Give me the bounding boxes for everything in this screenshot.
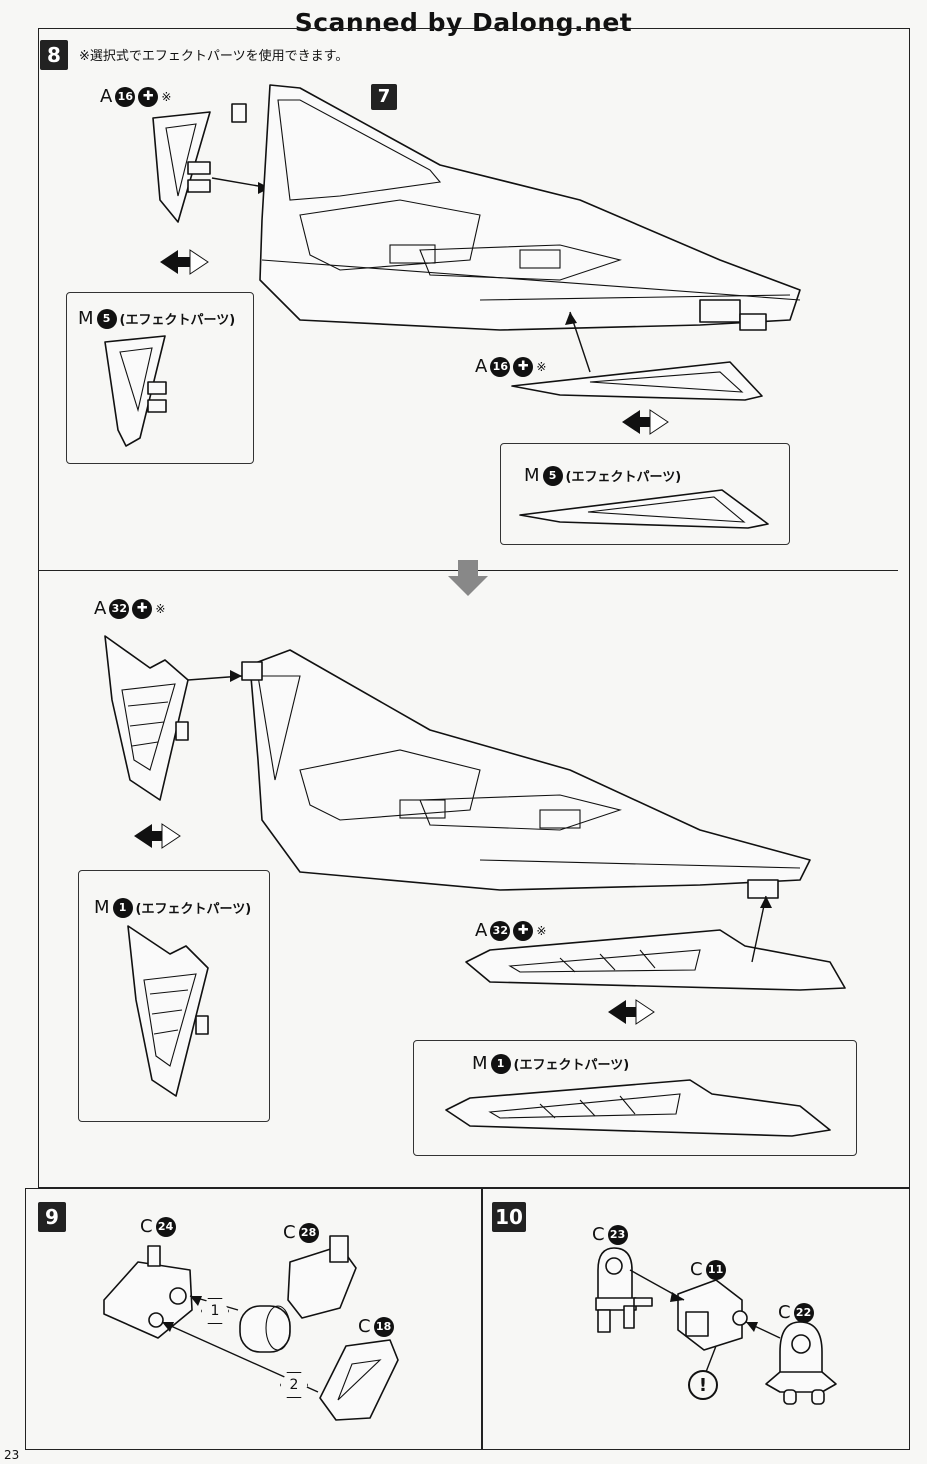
ship-body-lower	[241, 649, 811, 899]
reference-badge-7: 7	[371, 84, 397, 110]
swap-arrow-icon	[608, 999, 655, 1025]
callout-m1-left: M 1 (エフェクトパーツ)	[94, 897, 252, 918]
part-m1-wing-left	[127, 925, 209, 1097]
part-a16-fin-left	[152, 111, 211, 223]
part-m1-wing-right	[445, 1079, 831, 1137]
part-number-badge: 18	[373, 1316, 394, 1337]
part-a32-wing-right	[465, 929, 846, 991]
part-number-badge: 22	[793, 1302, 814, 1323]
part-number-badge: 16	[490, 356, 511, 377]
part-c18	[319, 1339, 399, 1421]
part-a32-wing-left	[104, 635, 189, 801]
sticker-swirl-icon: ✚	[513, 356, 534, 377]
swap-arrow-icon	[622, 409, 669, 435]
sticker-swirl-icon: ✚	[132, 598, 153, 619]
callout-c18: C 18	[358, 1316, 394, 1337]
watermark: Scanned by Dalong.net	[294, 8, 633, 37]
part-c23	[595, 1247, 653, 1333]
down-arrow-icon	[448, 560, 488, 596]
callout-c11: C 11	[690, 1259, 726, 1280]
part-c22	[765, 1321, 837, 1405]
part-number-badge: 1	[112, 897, 133, 918]
caution-icon: !	[688, 1370, 718, 1400]
step-9-frame	[25, 1188, 483, 1450]
part-c28	[239, 1235, 357, 1353]
sticker-swirl-icon: ✚	[138, 86, 159, 107]
part-number-badge: 28	[298, 1222, 319, 1243]
callout-a32-right: A 32 ✚ ※	[475, 920, 547, 941]
callout-m5-right: M 5 (エフェクトパーツ)	[524, 465, 682, 486]
callout-a32-left: A 32 ✚ ※	[94, 598, 166, 619]
callout-m1-right: M 1 (エフェクトパーツ)	[472, 1053, 630, 1074]
callout-c22: C 22	[778, 1302, 814, 1323]
callout-m5-left: M 5 (エフェクトパーツ)	[78, 308, 236, 329]
part-number-badge: 32	[490, 920, 511, 941]
step-10-frame	[481, 1188, 910, 1450]
part-number-badge: 5	[542, 465, 563, 486]
part-c11	[677, 1279, 748, 1351]
page-number: 23	[4, 1448, 20, 1462]
callout-a16-right: A 16 ✚ ※	[475, 356, 547, 377]
step-9-badge: 9	[38, 1202, 66, 1232]
swap-arrow-icon	[134, 823, 181, 849]
step-8-note: ※選択式でエフェクトパーツを使用できます。	[79, 49, 349, 64]
part-m5-fin-right	[519, 489, 769, 529]
order-marker-2: 2	[280, 1372, 308, 1398]
sticker-swirl-icon: ✚	[513, 920, 534, 941]
callout-c24: C 24	[140, 1216, 176, 1237]
step-10-badge: 10	[492, 1202, 526, 1232]
step-8-frame	[38, 28, 910, 1188]
step-8-badge: 8	[40, 40, 68, 70]
callout-c23: C 23	[592, 1224, 628, 1245]
part-c24	[103, 1245, 193, 1339]
part-number-badge: 11	[705, 1259, 726, 1280]
ship-body-upper	[231, 84, 801, 331]
part-number-badge: 16	[115, 86, 136, 107]
callout-c28: C 28	[283, 1222, 319, 1243]
part-number-badge: 5	[96, 308, 117, 329]
callout-a16-left: A 16 ✚ ※	[100, 86, 172, 107]
part-number-badge: 1	[490, 1053, 511, 1074]
part-number-badge: 32	[109, 598, 130, 619]
part-a16-fin-right	[511, 361, 763, 401]
part-number-badge: 23	[607, 1224, 628, 1245]
order-marker-1: 1	[201, 1298, 229, 1324]
swap-arrow-icon	[160, 249, 209, 275]
part-m5-fin-left	[104, 335, 167, 447]
part-number-badge: 24	[155, 1216, 176, 1237]
